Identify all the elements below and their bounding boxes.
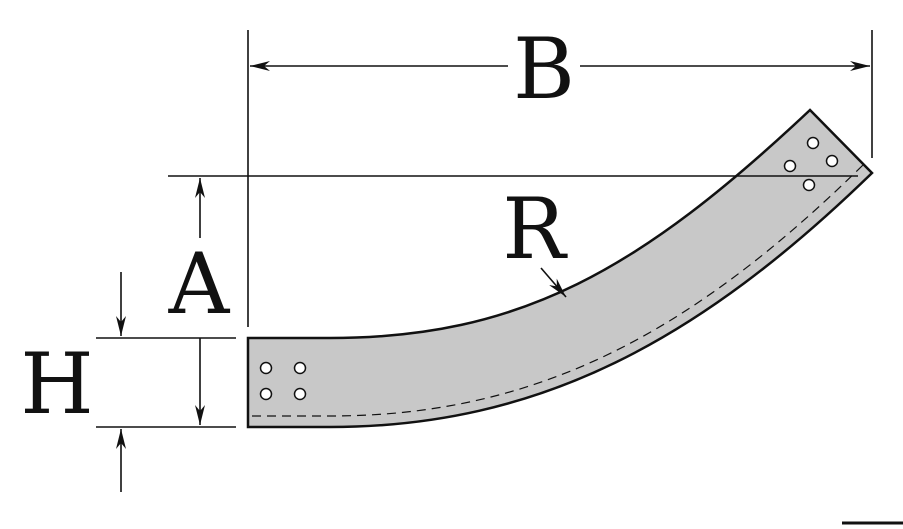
dim-label-a: A (168, 235, 231, 333)
hole-right-3 (783, 159, 797, 173)
hole-left-3 (259, 387, 273, 401)
extension-lines (96, 30, 903, 525)
dim-label-h: H (20, 335, 93, 433)
strap-dashed-edge (252, 164, 864, 417)
dimension-arrows (116, 61, 870, 492)
dim-r-leader (540, 267, 567, 298)
right-end-holes (783, 136, 839, 192)
left-end-holes (259, 361, 307, 401)
hole-right-2 (825, 154, 839, 168)
dim-label-r: R (502, 180, 568, 278)
dim-label-b: B (513, 20, 575, 118)
hole-left-1 (259, 361, 273, 375)
hole-left-4 (293, 387, 307, 401)
hole-right-1 (806, 136, 820, 150)
bent-strap (246, 108, 874, 429)
hole-right-4 (802, 178, 816, 192)
hole-left-2 (293, 361, 307, 375)
